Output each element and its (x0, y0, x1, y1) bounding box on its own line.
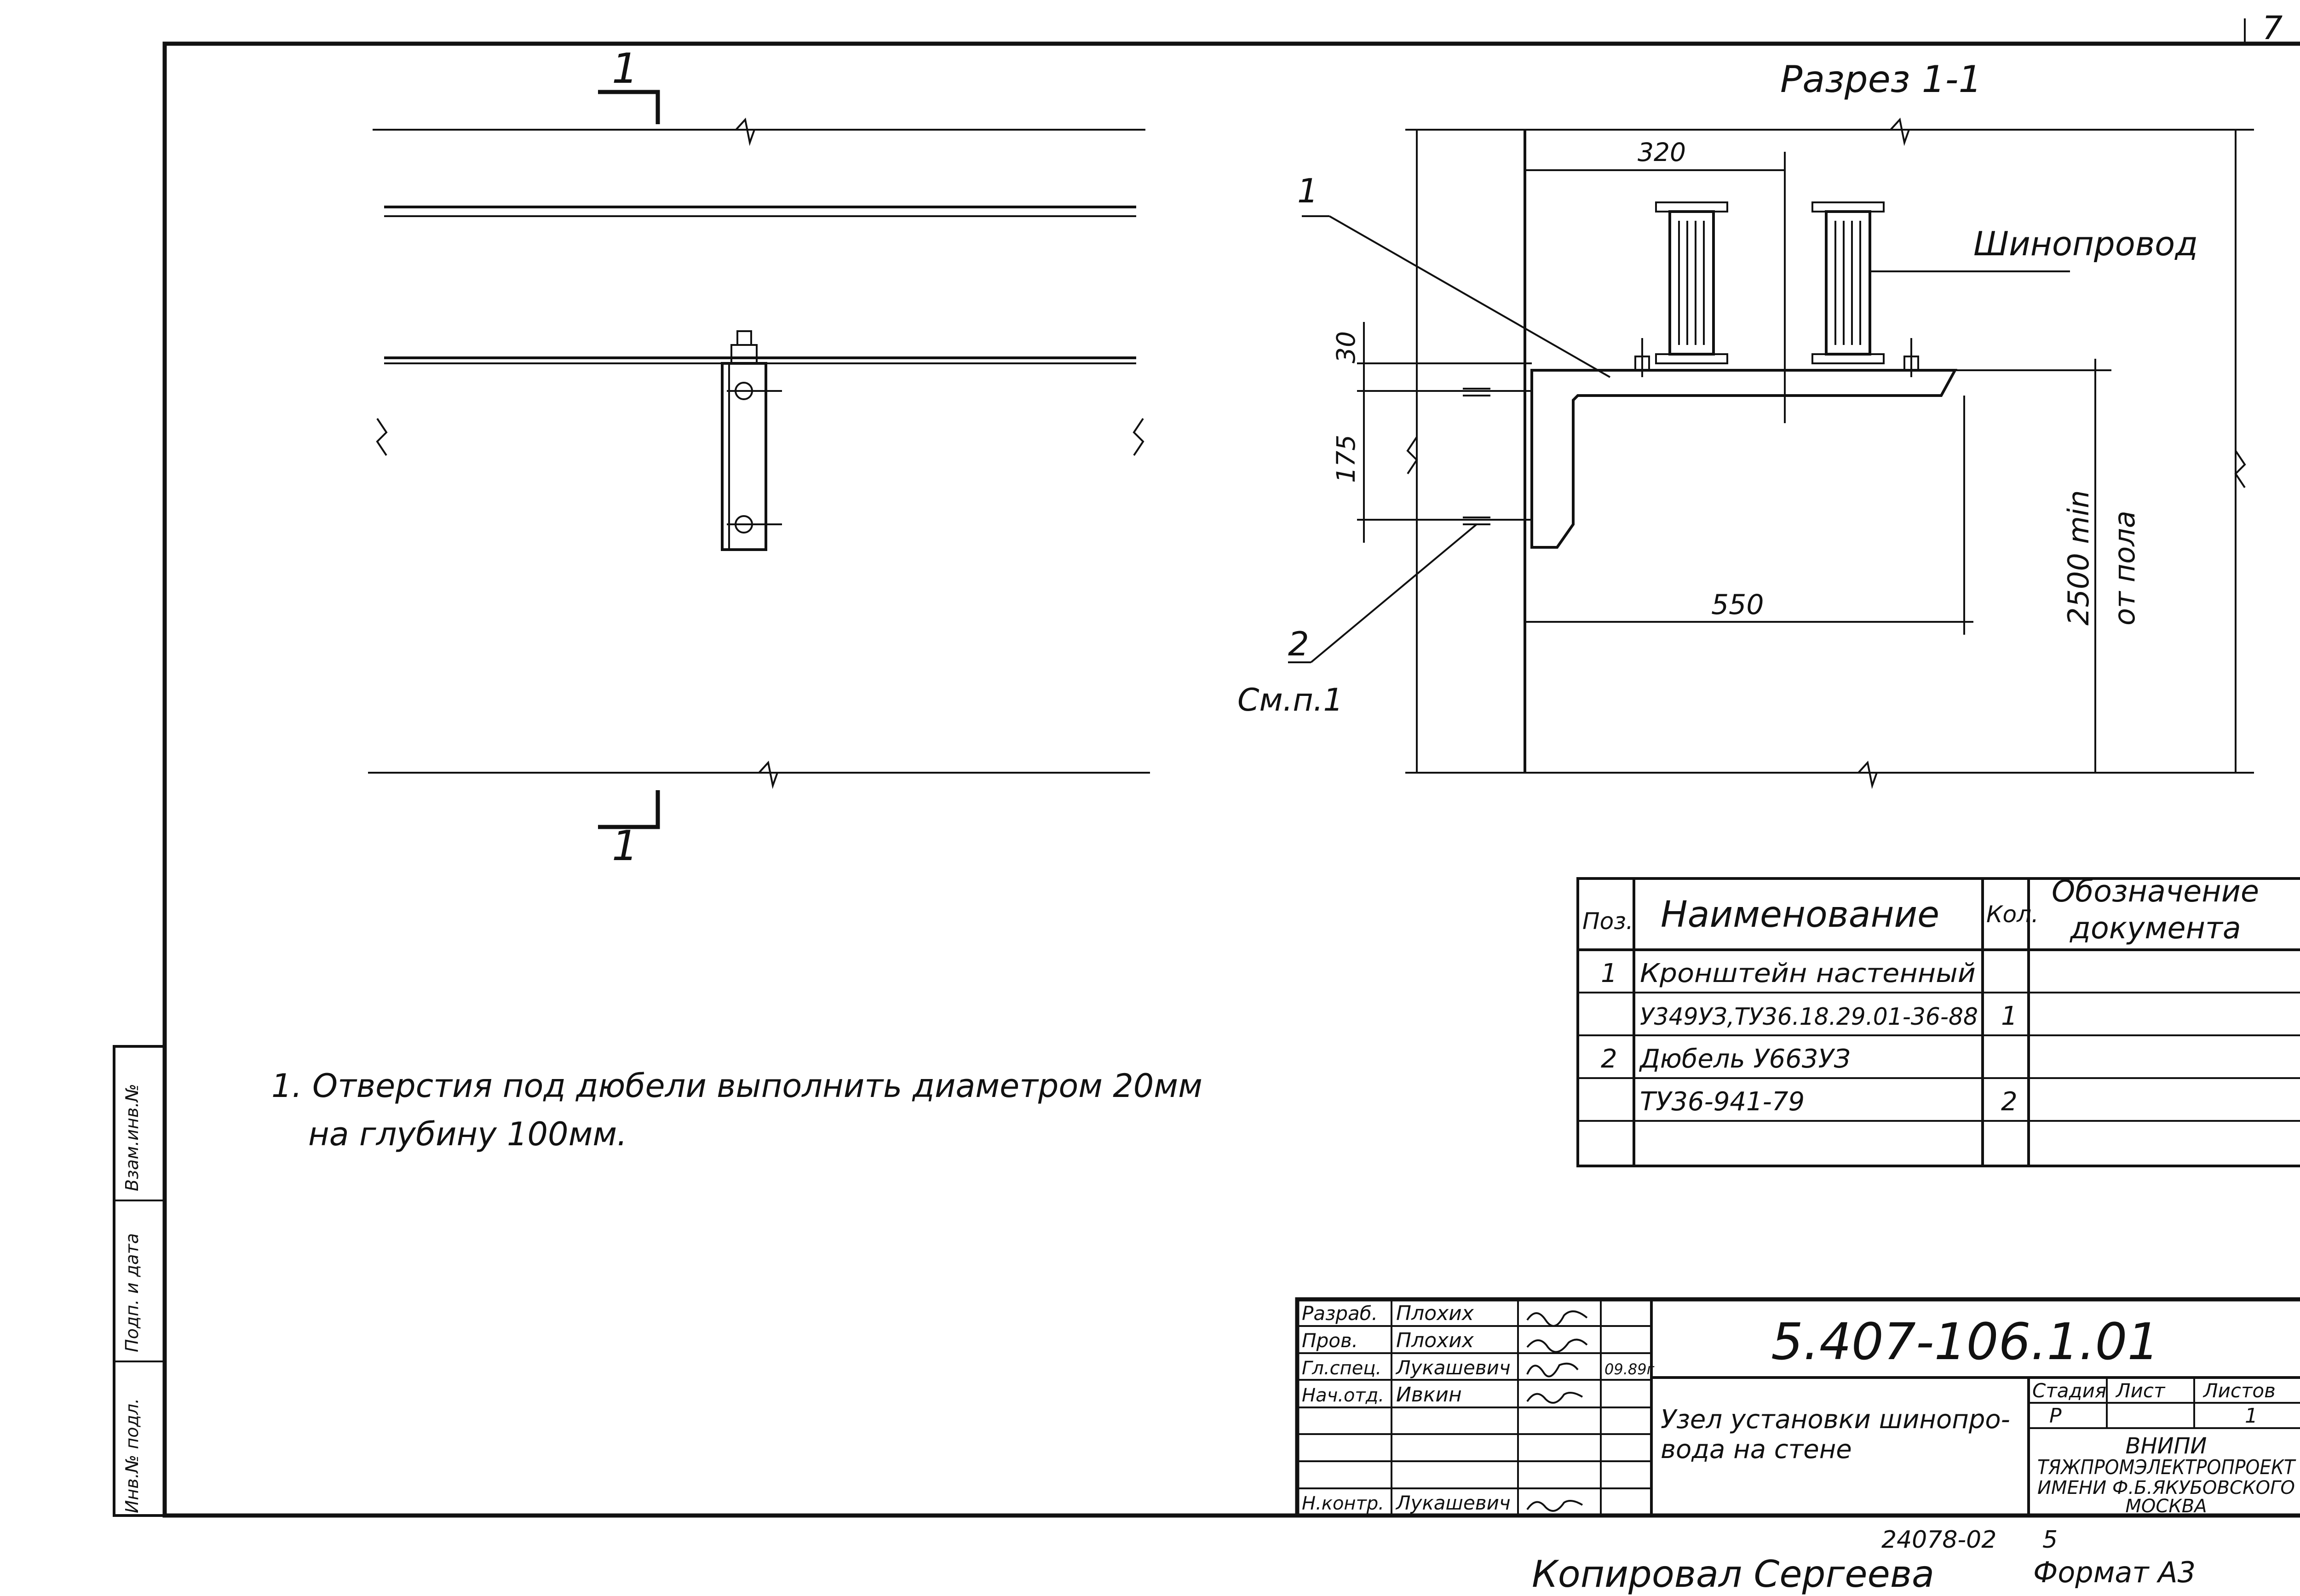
section-title: Разрез 1-1 (1780, 58, 1982, 101)
role-3-date: 09.89г (1604, 1361, 1655, 1378)
side-stamp-inv: Инв.№ подл. (122, 1398, 142, 1513)
spec-row-4-name: ТУ36-941-79 (1640, 1087, 1805, 1117)
busway-left (1655, 201, 1728, 364)
title-block (1295, 1297, 2300, 1518)
section-view (1288, 117, 2254, 789)
section-mark-bottom: 1 (612, 822, 638, 870)
plan-view (368, 90, 1150, 829)
archive-number: 24078-02 (1881, 1526, 1996, 1554)
org-line-1: ВНИПИ (2126, 1433, 2207, 1459)
signatures (1526, 1310, 1588, 1512)
section-mark-top: 1 (612, 45, 638, 93)
note-line-2: на глубину 100мм. (308, 1115, 627, 1153)
spec-row-3-pos: 2 (1601, 1044, 1617, 1074)
dim-2500: 2500 min (2062, 490, 2095, 626)
callout-2: 2 (1288, 625, 1309, 663)
archive-sheet: 5 (2042, 1526, 2058, 1554)
role-4: Нач.отд. (1302, 1385, 1384, 1406)
role-4-name: Ивкин (1396, 1383, 1462, 1407)
side-stamp-sign: Подп. и дата (122, 1233, 142, 1352)
role-2-name: Плохих (1396, 1329, 1474, 1352)
sheet-number: 7 (2262, 9, 2283, 47)
org-line-2: ТЯЖПРОМЭЛЕКТРОПРОЕКТ (2037, 1456, 2296, 1479)
format-label: Формат А3 (2033, 1556, 2196, 1589)
spec-row-4-qty: 2 (2001, 1087, 2018, 1117)
spec-row-1-pos: 1 (1601, 959, 1617, 988)
drawing-title-line-1: Узел установки шинопро- (1661, 1405, 2010, 1435)
copied-by: Копировал Сергеева (1532, 1553, 1934, 1596)
sheet-frame (162, 18, 2300, 1518)
busway-right (1811, 201, 1885, 364)
role-1-name: Плохих (1396, 1302, 1474, 1325)
side-stamp (113, 1045, 166, 1517)
role-8-name: Лукашевич (1395, 1492, 1511, 1514)
role-1: Разраб. (1302, 1302, 1378, 1325)
dim-320: 320 (1638, 138, 1686, 167)
sheet-label: Лист (2115, 1379, 2166, 1402)
dim-30: 30 (1331, 331, 1361, 363)
spec-header-qty: Кол. (1986, 901, 2039, 928)
sheets-label: Листов (2202, 1379, 2276, 1402)
busway-label: Шинопровод (1973, 224, 2198, 263)
role-3-name: Лукашевич (1395, 1356, 1511, 1379)
org-line-3: ИМЕНИ Ф.Б.ЯКУБОВСКОГО (2037, 1477, 2295, 1498)
org-line-4: МОСКВА (2125, 1496, 2207, 1517)
dim-550: 550 (1711, 589, 1764, 621)
spec-row-1-name: Кронштейн настенный (1640, 959, 1976, 988)
spec-row-3-name: Дюбель У663УЗ (1639, 1044, 1851, 1074)
stage-label: Стадия (2032, 1379, 2106, 1402)
drawing-designation: 5.407-106.1.01 (1771, 1312, 2159, 1371)
role-3: Гл.спец. (1302, 1358, 1381, 1379)
role-2: Пров. (1302, 1329, 1358, 1352)
sheets-value: 1 (2245, 1404, 2258, 1428)
callout-1: 1 (1297, 172, 1318, 210)
spec-row-2-qty: 1 (2001, 1001, 2018, 1031)
side-stamp-replace: Взам.инв.№ (122, 1084, 142, 1191)
spec-header-doc-2: документа (2070, 911, 2241, 946)
spec-header-doc-1: Обозначение (2052, 874, 2259, 909)
spec-header-name: Наименование (1661, 894, 1939, 936)
drawing-title-line-2: вода на стене (1661, 1435, 1852, 1464)
note-line-1: 1. Отверстия под дюбели выполнить диамет… (271, 1067, 1202, 1105)
stage-value: Р (2049, 1404, 2062, 1428)
spec-row-2-name: У349УЗ,ТУ36.18.29.01-36-88 (1640, 1003, 1978, 1031)
from-floor-label: от пола (2108, 511, 2141, 626)
spec-table (1576, 877, 2300, 1167)
dim-175: 175 (1331, 435, 1361, 483)
see-note-label: См.п.1 (1237, 682, 1343, 718)
role-8: Н.контр. (1302, 1493, 1384, 1514)
spec-header-pos: Поз. (1582, 908, 1633, 935)
